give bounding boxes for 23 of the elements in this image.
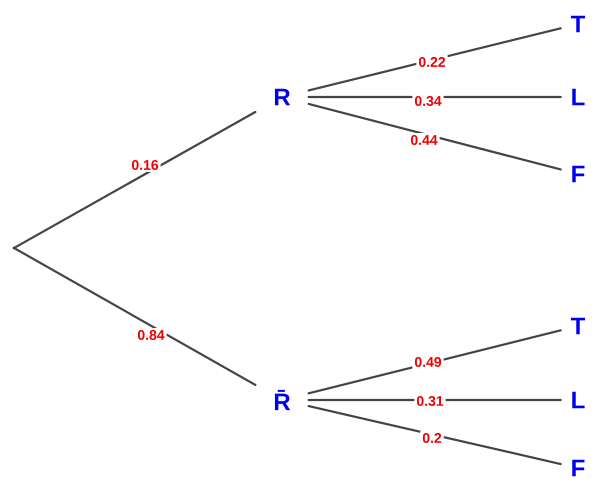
outcome-letter: F (572, 460, 584, 476)
outcome-letter: T (570, 16, 586, 32)
probability-label: 0.34 (412, 94, 444, 108)
outcome-letter: R (274, 88, 290, 106)
probability-label: 0.2 (420, 431, 444, 445)
branch-line (308, 398, 562, 402)
outcome-letter: L (572, 88, 585, 106)
outcome-letter: T (570, 318, 586, 334)
outcome-letter: L (572, 392, 585, 408)
branch-line (308, 405, 562, 466)
branch-line (308, 102, 562, 171)
probability-label: 0.84 (135, 328, 167, 342)
root-point (12, 246, 16, 250)
outcome-letter: F (572, 166, 584, 182)
probability-label: 0.16 (129, 158, 161, 172)
probability-label: 0.49 (412, 355, 444, 369)
branch-line (14, 110, 256, 248)
probability-label: 0.22 (416, 55, 448, 69)
probability-label: 0.44 (408, 133, 440, 147)
probability-label: 0.31 (414, 394, 446, 408)
outcome-letter: R̄ (274, 390, 290, 410)
branch-line (308, 27, 562, 92)
branch-line (14, 248, 256, 386)
